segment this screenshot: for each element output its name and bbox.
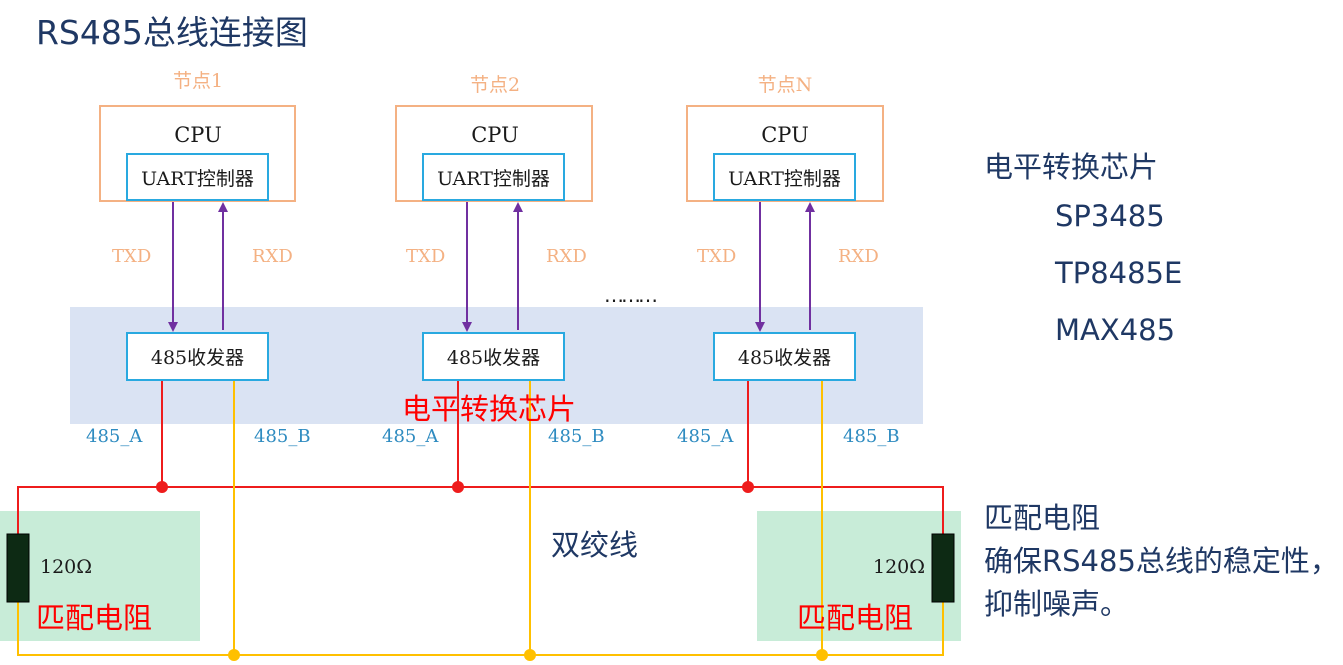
chip-item: SP3485 — [1055, 199, 1165, 233]
right-terminator-zone — [757, 511, 961, 641]
resistor-value: 120Ω — [873, 556, 926, 578]
level-shifter-label: 电平转换芯片 — [402, 392, 577, 426]
cpu-label: CPU — [761, 123, 809, 147]
bus-a-junction — [156, 481, 168, 493]
diagram-title: RS485总线连接图 — [36, 13, 308, 52]
more-nodes-ellipsis: ……… — [604, 283, 658, 307]
resistor-heading: 匹配电阻 — [984, 501, 1101, 535]
node-label: 节点2 — [469, 74, 521, 96]
rxd-label: RXD — [838, 246, 879, 267]
signal-arrows — [168, 202, 815, 332]
twisted-pair-label: 双绞线 — [551, 528, 639, 562]
bus-b-label: 485_B — [548, 426, 605, 447]
left-resistor — [6, 533, 30, 603]
bus-b-junction — [228, 649, 240, 661]
right-resistor — [931, 533, 955, 603]
bus-b-label: 485_B — [254, 426, 311, 447]
bus-a-junction — [452, 481, 464, 493]
terminator-label: 匹配电阻 — [36, 601, 153, 635]
uart-controller: UART控制器 — [422, 153, 565, 201]
bus-a-label: 485_A — [86, 426, 143, 447]
terminator-label: 匹配电阻 — [797, 601, 914, 635]
node-label: 节点N — [757, 74, 813, 96]
resistor-description: 抑制噪声。 — [984, 587, 1130, 621]
uart-controller: UART控制器 — [126, 153, 269, 201]
bus-a-label: 485_A — [382, 426, 439, 447]
node-label: 节点1 — [172, 70, 224, 92]
cpu-label: CPU — [471, 123, 519, 147]
uart-controller: UART控制器 — [713, 153, 856, 201]
bus-a-wire — [17, 381, 944, 534]
txd-label: TXD — [112, 246, 152, 267]
rxd-label: RXD — [252, 246, 293, 267]
bus-a-label: 485_A — [677, 426, 734, 447]
resistor-value: 120Ω — [40, 556, 93, 578]
chip-item: TP8485E — [1055, 256, 1183, 290]
resistor-description: 确保RS485总线的稳定性， — [984, 544, 1339, 578]
bus-a-junction — [742, 481, 754, 493]
left-terminator-zone — [0, 511, 200, 641]
bus-b-junction — [816, 649, 828, 661]
txd-label: TXD — [697, 246, 737, 267]
rs485-transceiver: 485收发器 — [422, 332, 565, 381]
chip-heading: 电平转换芯片 — [984, 150, 1159, 184]
chip-item: MAX485 — [1055, 313, 1176, 347]
cpu-label: CPU — [174, 123, 222, 147]
rs485-transceiver: 485收发器 — [713, 332, 856, 381]
bus-b-junction — [524, 649, 536, 661]
rxd-label: RXD — [546, 246, 587, 267]
bus-b-label: 485_B — [843, 426, 900, 447]
rs485-transceiver: 485收发器 — [126, 332, 269, 381]
txd-label: TXD — [406, 246, 446, 267]
bus-b-wire — [17, 381, 944, 656]
